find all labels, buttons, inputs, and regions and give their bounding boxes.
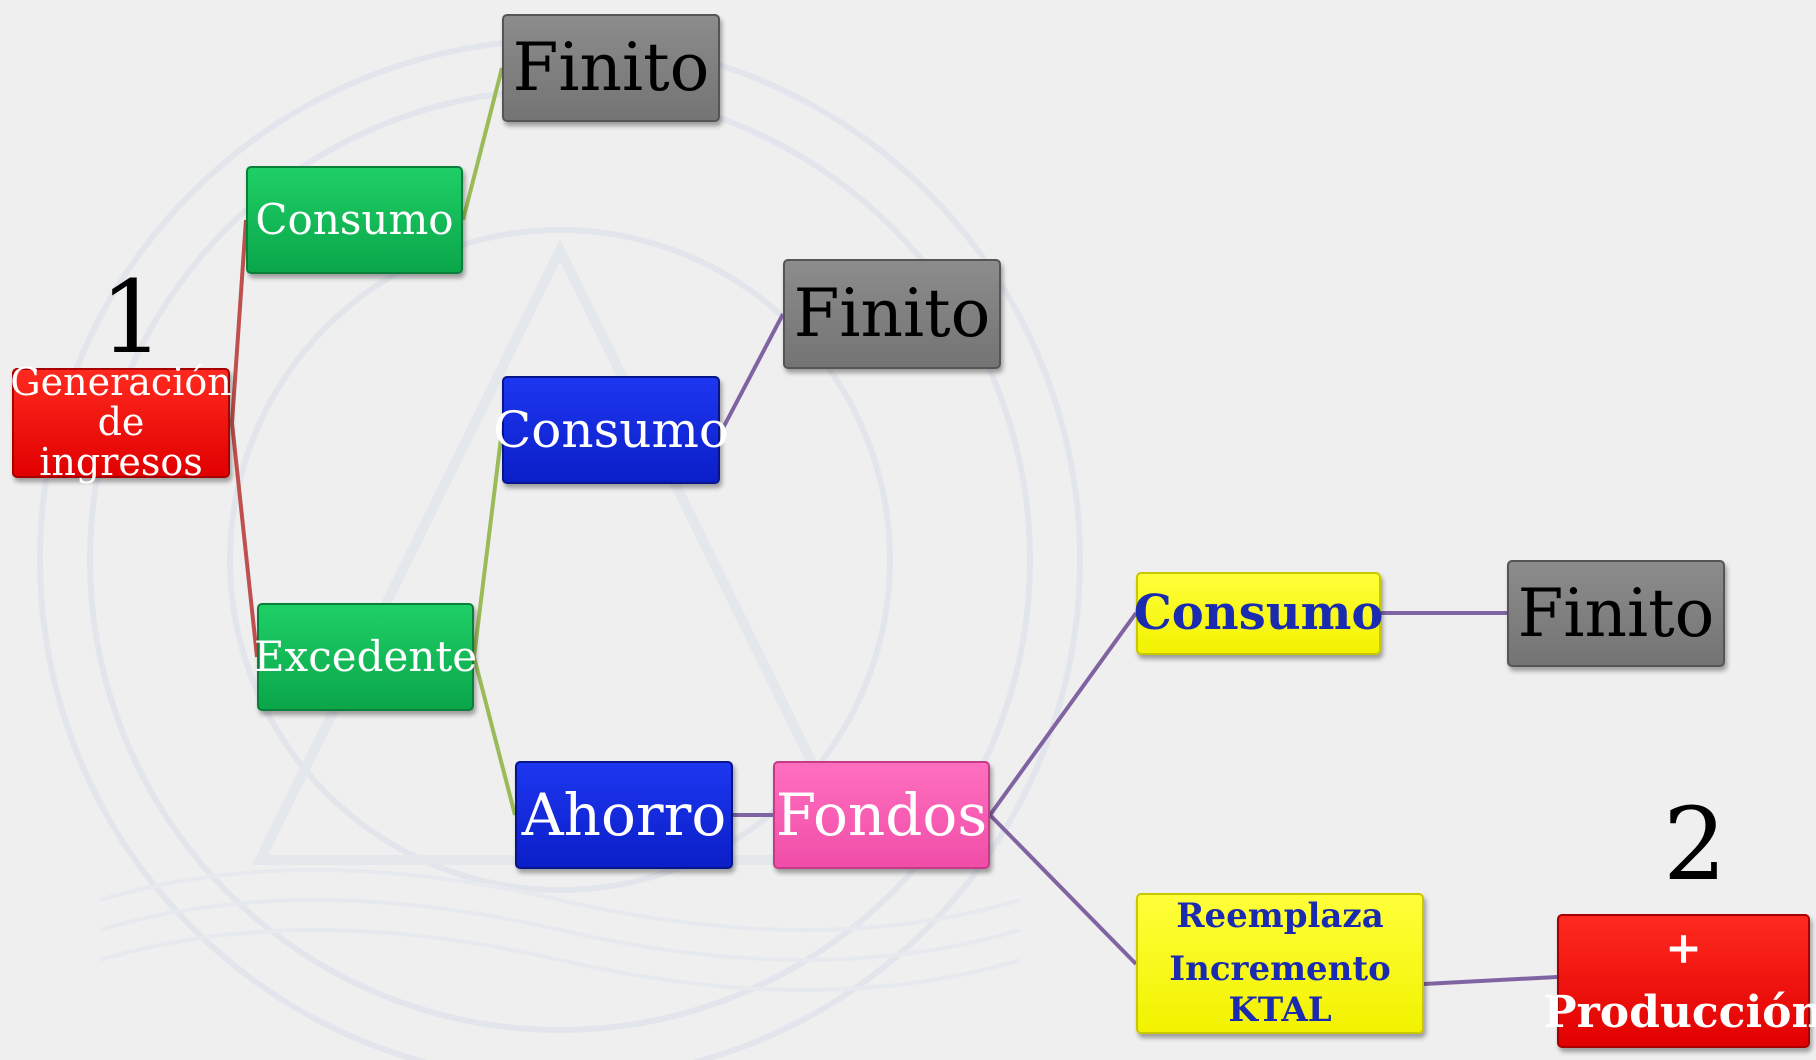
- node-reemplaza-line3: KTAL: [1228, 989, 1332, 1030]
- node-generacion-line1: Generación: [10, 360, 232, 405]
- node-reemplaza-line2: Incremento: [1169, 949, 1391, 990]
- node-fondos-label: Fondos: [775, 780, 988, 849]
- node-finito-top-label: Finito: [512, 29, 710, 107]
- node-finito-right: Finito: [1507, 560, 1725, 667]
- node-produccion-label: Producción: [1543, 987, 1816, 1038]
- node-consumo-blue: Consumo: [493, 376, 729, 484]
- node-excedente: Excedente: [253, 603, 478, 711]
- step-number-2: 2: [1663, 786, 1727, 903]
- node-finito-right-label: Finito: [1517, 574, 1715, 652]
- link-consumo-finito-mid: [720, 313, 785, 431]
- node-consumo-blue-label: Consumo: [493, 400, 729, 459]
- step-number-1: 1: [100, 259, 164, 376]
- node-finito-mid-label: Finito: [793, 275, 991, 353]
- node-produccion-plus: +: [1665, 922, 1702, 974]
- node-consumo-yellow-label: Consumo: [1133, 585, 1384, 642]
- link-generacion-excedente: [230, 422, 259, 658]
- link-reemplaza-produccion: [1423, 975, 1558, 986]
- link-consumo-finito: [461, 67, 504, 221]
- node-fondos: Fondos: [773, 761, 990, 869]
- node-ahorro-label: Ahorro: [521, 780, 727, 849]
- link-fondos-reemplaza: [988, 813, 1138, 966]
- node-excedente-label: Excedente: [253, 631, 478, 681]
- node-consumo-top: Consumo: [246, 166, 463, 274]
- link-excedente-consumo: [472, 429, 504, 658]
- node-consumo-top-label: Consumo: [255, 194, 454, 244]
- node-generacion-line2: de ingresos: [39, 400, 203, 484]
- link-excedente-ahorro: [472, 656, 517, 816]
- link-generacion-consumo: [230, 219, 248, 424]
- node-reemplaza-incremento: Reemplaza Incremento KTAL: [1136, 893, 1424, 1034]
- node-produccion: + Producción: [1544, 914, 1816, 1048]
- node-consumo-yellow: Consumo: [1133, 572, 1384, 655]
- node-reemplaza-line1: Reemplaza: [1176, 896, 1384, 937]
- node-finito-mid: Finito: [783, 259, 1001, 369]
- node-generacion-ingresos: Generación de ingresos: [10, 362, 231, 482]
- node-ahorro: Ahorro: [515, 761, 733, 869]
- link-fondos-consumo: [988, 611, 1138, 817]
- node-finito-top: Finito: [502, 14, 720, 122]
